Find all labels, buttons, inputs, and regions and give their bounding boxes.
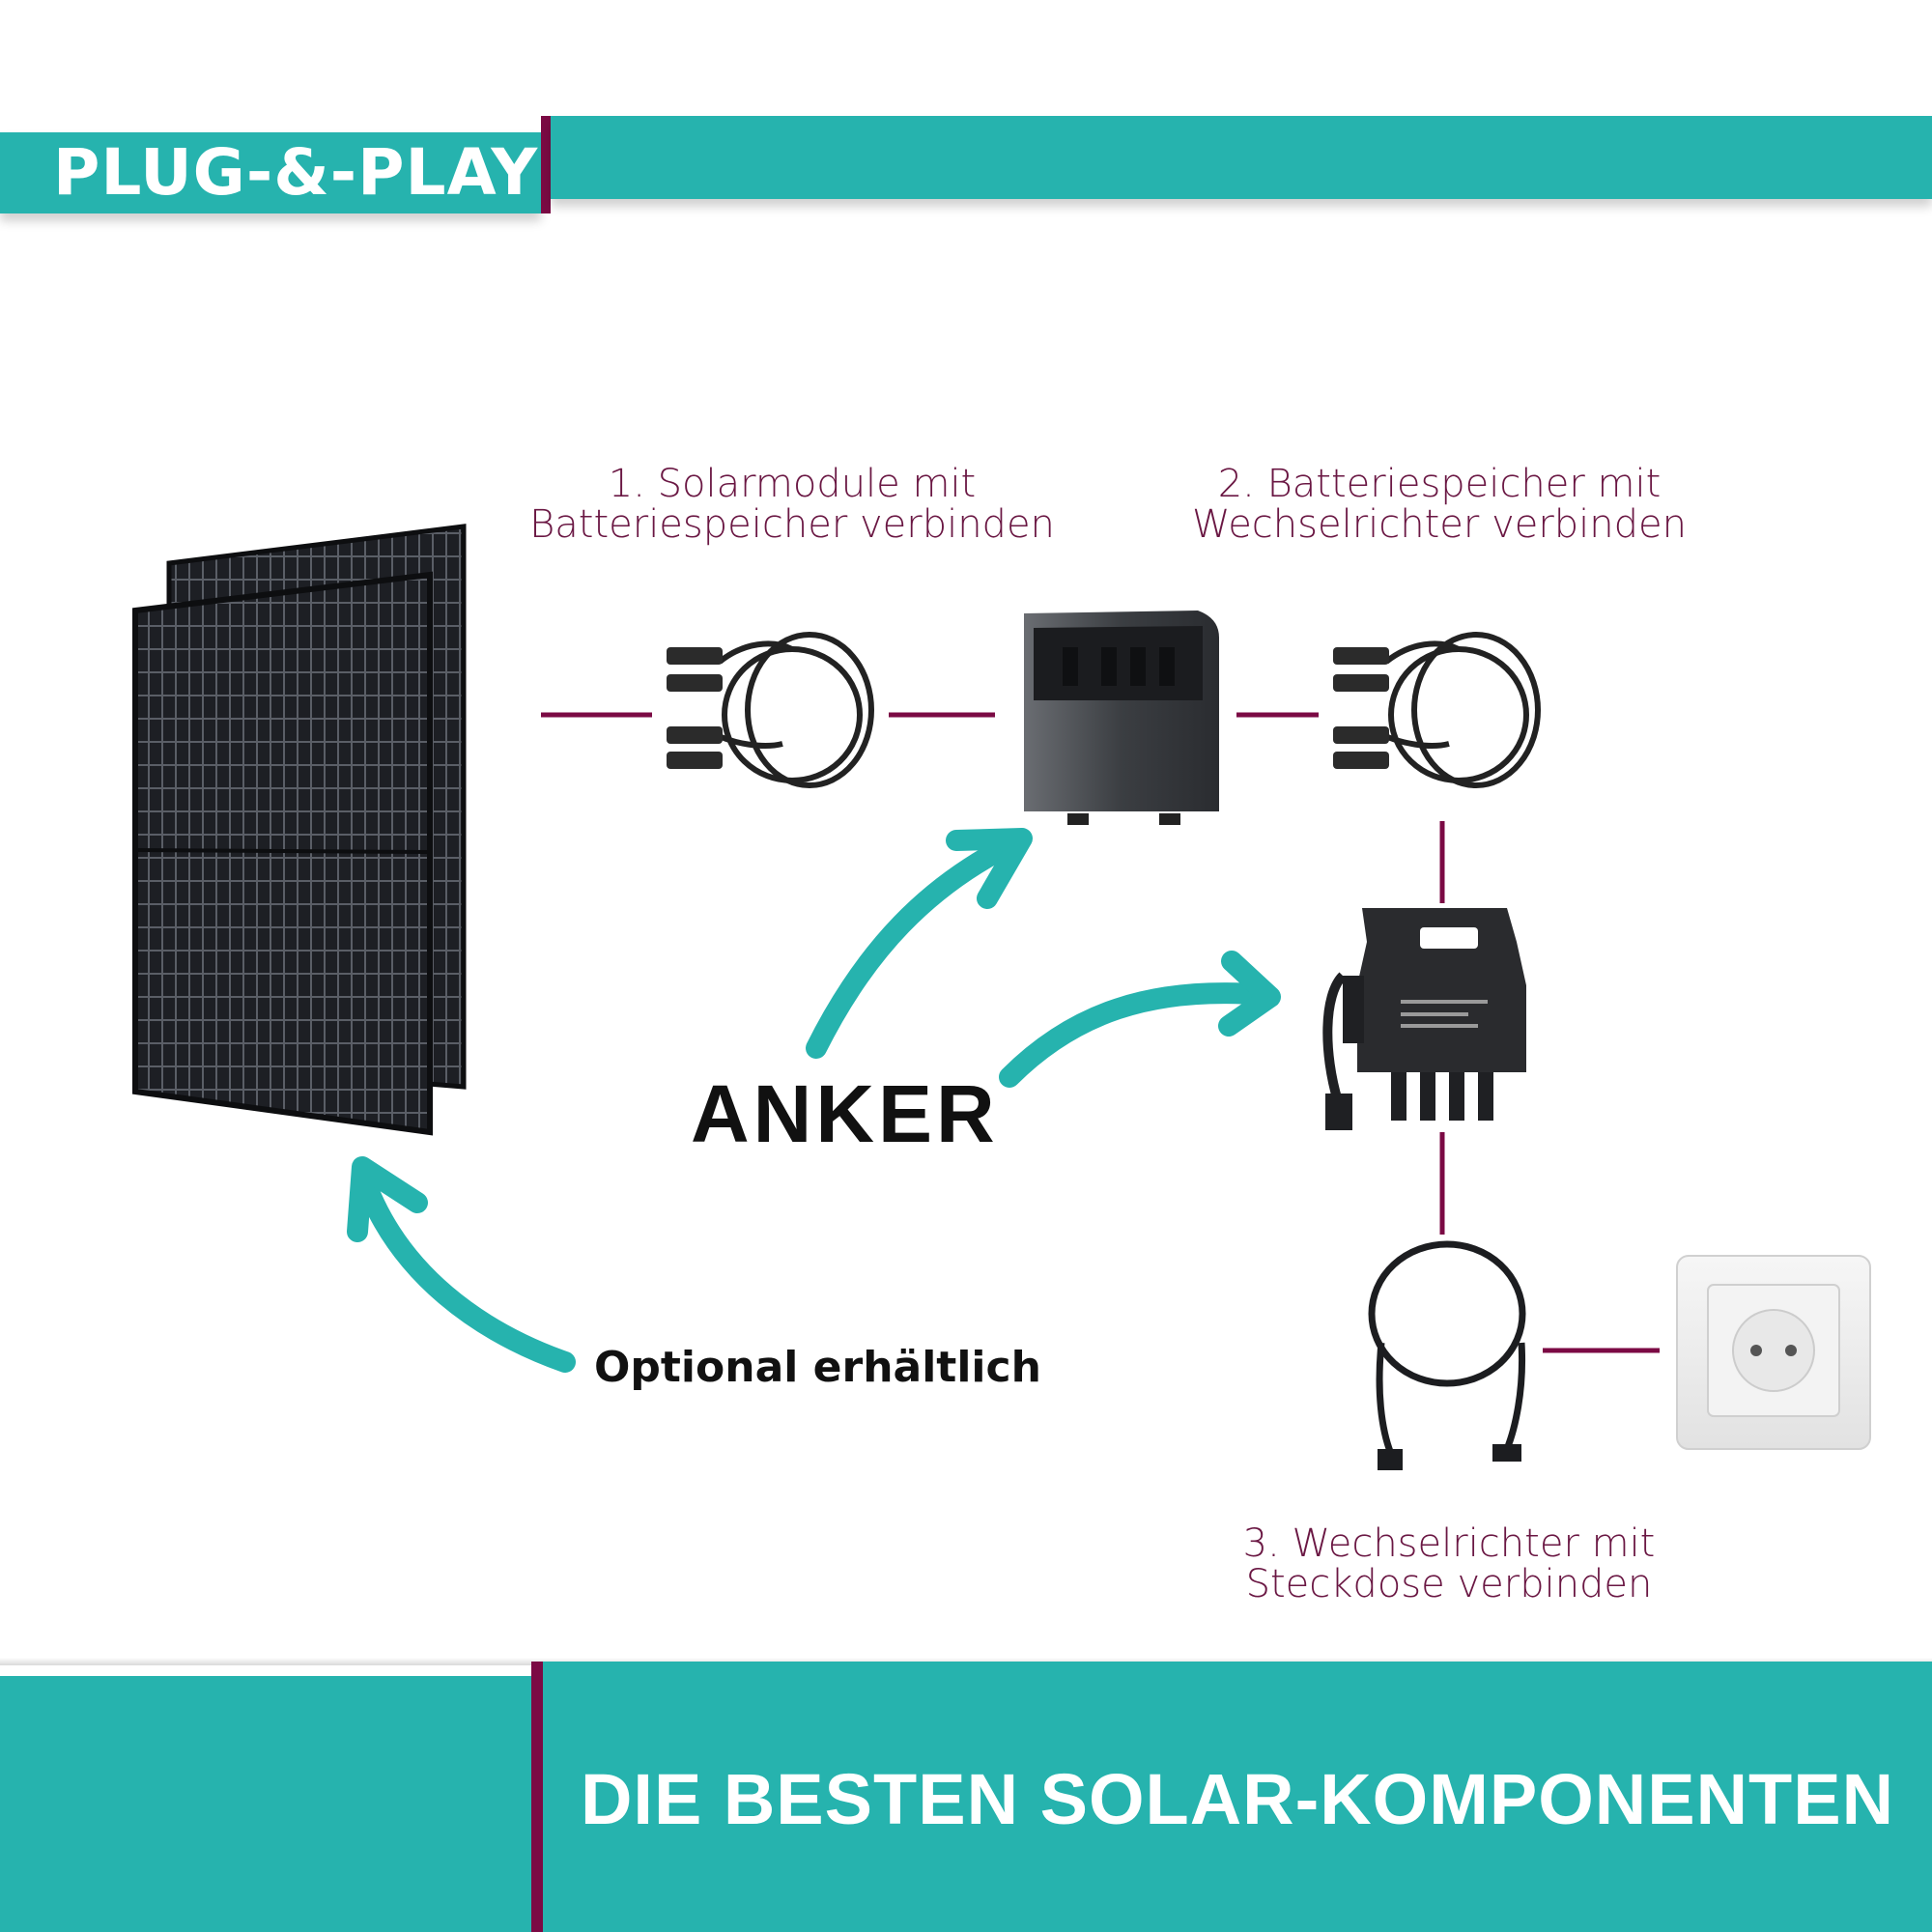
header-divider (541, 116, 551, 213)
ac-cable (1368, 1240, 1526, 1470)
arrowhead-battery (946, 828, 1033, 909)
step-1-caption: 1. Solarmodule mit Batteriespeicher verb… (502, 464, 1082, 545)
anker-logo: ANKER (691, 1068, 999, 1159)
step-1-line-1: 1. Solarmodule mit (608, 462, 977, 506)
arrowhead-inverter (1218, 951, 1281, 1037)
step-3-caption: 3. Wechselrichter mit Steckdose verbinde… (1159, 1523, 1739, 1605)
teal-arrows (347, 828, 1281, 1373)
solar-cable-1 (667, 632, 874, 788)
step-2-caption: 2. Batteriespeicher mit Wechselrichter v… (1150, 464, 1729, 545)
footer-band-right (543, 1662, 1932, 1932)
arrow-to-battery (806, 830, 1030, 1059)
battery-storage (1024, 611, 1219, 825)
header-band-right (551, 116, 1932, 199)
footer-divider (531, 1662, 543, 1932)
header-band-left (0, 132, 541, 213)
arrow-to-inverter (999, 982, 1276, 1088)
wall-socket (1676, 1255, 1871, 1450)
step-1-line-2: Batteriespeicher verbinden (529, 502, 1055, 547)
footer-band-left (0, 1676, 531, 1932)
arrowhead-panel (347, 1156, 428, 1242)
solar-panel-front (132, 571, 433, 1136)
optional-label: Optional erhältlich (594, 1343, 1041, 1392)
solar-panels (132, 524, 467, 1136)
header-title: PLUG-&-PLAY (53, 135, 539, 210)
footer-title: DIE BESTEN SOLAR-KOMPONENTEN (580, 1759, 1895, 1839)
step-2-line-1: 2. Batteriespeicher mit (1217, 462, 1662, 506)
arrow-to-panel (352, 1163, 576, 1373)
step-3-line-2: Steckdose verbinden (1245, 1562, 1653, 1606)
solar-cable-2 (1333, 632, 1541, 788)
step-3-line-1: 3. Wechselrichter mit (1242, 1521, 1656, 1566)
microinverter (1322, 908, 1526, 1130)
connection-lines (541, 712, 1660, 1353)
step-2-line-2: Wechselrichter verbinden (1191, 502, 1687, 547)
